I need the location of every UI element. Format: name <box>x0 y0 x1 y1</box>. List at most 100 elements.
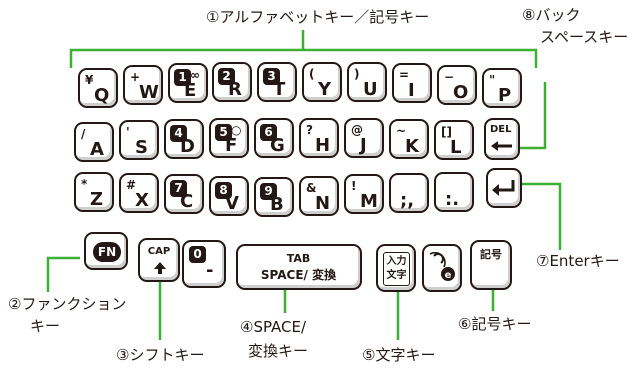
key-semicolon-comma[interactable]: ;, <box>389 173 429 213</box>
backspace-key[interactable]: DEL <box>484 118 520 160</box>
key-A[interactable]: /A <box>74 122 114 162</box>
key-O[interactable]: −O <box>437 65 477 105</box>
space-henkan-line: SPACE/ 変換 <box>238 268 359 282</box>
key-P[interactable]: "P <box>482 68 522 108</box>
key-sub-symbol: & <box>306 181 317 195</box>
enter-key[interactable] <box>486 168 522 208</box>
symbol-key[interactable]: 記号 <box>470 240 512 290</box>
key-sub-symbol: ∞ <box>190 68 200 82</box>
key-letter: Z <box>90 189 104 210</box>
space-label-line1: ④SPACE/ <box>240 318 307 336</box>
key-E[interactable]: 1∞E <box>168 63 208 103</box>
key-letter: X <box>135 190 149 211</box>
key-sub-symbol: [] <box>441 125 452 139</box>
key-letter: K <box>405 136 419 157</box>
backspace-leader <box>520 82 547 150</box>
key-I[interactable]: =I <box>392 63 432 103</box>
henkan-label: / 変換 <box>303 268 337 282</box>
key-sub-symbol: ? <box>306 123 313 137</box>
symbol-key-label: ⑥記号キー <box>458 315 532 333</box>
nyuryoku-line2: 文字 <box>386 270 407 281</box>
key-sub-symbol: ) <box>354 67 360 81</box>
key-letter: Q <box>94 85 110 106</box>
space-label: SPACE <box>260 268 304 282</box>
function-leader <box>46 256 80 292</box>
space-key[interactable]: TAB SPACE/ 変換 <box>236 244 362 290</box>
key-letter: N <box>315 193 331 214</box>
key-letter: E <box>184 80 197 101</box>
key-colon-period[interactable]: :. <box>434 172 474 212</box>
key-sub-symbol: = <box>399 68 410 82</box>
key-number-badge: 8 <box>215 182 232 199</box>
key-sub-symbol: ○ <box>231 123 242 137</box>
key-F[interactable]: 5○F <box>209 118 249 158</box>
key-letter: U <box>363 79 378 100</box>
key-S[interactable]: 'S <box>119 120 159 160</box>
key-letter: H <box>315 135 331 156</box>
key-X[interactable]: #X <box>119 173 159 213</box>
voice-e-icon: e <box>429 252 455 281</box>
voice-key[interactable]: e <box>422 244 462 292</box>
key-U[interactable]: )U <box>347 62 387 102</box>
key-number-badge: 1 <box>174 69 191 86</box>
key-sub-symbol: ~ <box>396 124 407 138</box>
key-number-badge: 3 <box>263 68 280 85</box>
key-letter: T <box>273 79 286 100</box>
key-H[interactable]: ?H <box>299 118 339 158</box>
function-key[interactable]: FN <box>84 232 128 270</box>
key-Q[interactable]: ¥Q <box>78 68 118 108</box>
key-sub-symbol: * <box>81 177 88 191</box>
zero-key[interactable]: 0 - <box>182 240 226 288</box>
key-L[interactable]: []L <box>434 120 474 160</box>
key-J[interactable]: @J <box>344 118 384 158</box>
key-sub-symbol: ¥ <box>85 73 94 87</box>
key-sub-symbol: ' <box>126 125 130 139</box>
del-label: DEL <box>490 124 512 135</box>
key-sub-symbol: + <box>130 70 141 84</box>
char-input-box: 入力 文字 <box>383 252 410 286</box>
shift-key-label: ③シフトキー <box>116 346 205 364</box>
alphabet-keys-label: ①アルファベットキー／記号キー <box>206 8 430 26</box>
key-K[interactable]: ~K <box>389 119 429 159</box>
key-letter: F <box>225 135 238 156</box>
key-W[interactable]: +W <box>123 65 163 105</box>
svg-text:e: e <box>445 270 452 281</box>
char-input-key[interactable]: 入力 文字 <box>376 244 416 292</box>
backspace-label-line2: スペースキー <box>540 28 629 46</box>
key-Z[interactable]: *Z <box>74 172 114 212</box>
key-N[interactable]: &N <box>299 176 339 216</box>
key-letter: J <box>360 135 367 156</box>
key-number-badge: 6 <box>260 124 277 141</box>
key-letter: ;, <box>400 190 415 211</box>
key-number-badge: 5 <box>215 124 232 141</box>
key-letter: R <box>228 79 242 100</box>
key-M[interactable]: !M <box>344 174 384 214</box>
key-sub-symbol: @ <box>351 123 363 137</box>
key-number-badge: 4 <box>170 125 187 142</box>
key-sub-symbol: / <box>81 127 86 141</box>
key-sub-symbol: − <box>444 70 455 84</box>
key-letter: D <box>180 136 195 157</box>
key-letter: O <box>453 82 469 103</box>
key-Y[interactable]: (Y <box>302 62 342 102</box>
shift-key[interactable]: CAP <box>138 238 180 282</box>
fn-label: FN <box>93 242 121 262</box>
zero-badge: 0 <box>189 246 206 263</box>
key-letter: L <box>450 137 462 158</box>
enter-leader <box>522 182 562 250</box>
key-number-badge: 7 <box>170 180 187 197</box>
key-sub-symbol: ( <box>309 67 315 81</box>
key-number-badge: 9 <box>260 183 277 200</box>
key-letter: C <box>180 191 194 212</box>
backspace-arrow-icon <box>491 141 512 151</box>
kigou-label: 記号 <box>480 248 502 261</box>
key-sub-symbol: " <box>489 73 496 87</box>
